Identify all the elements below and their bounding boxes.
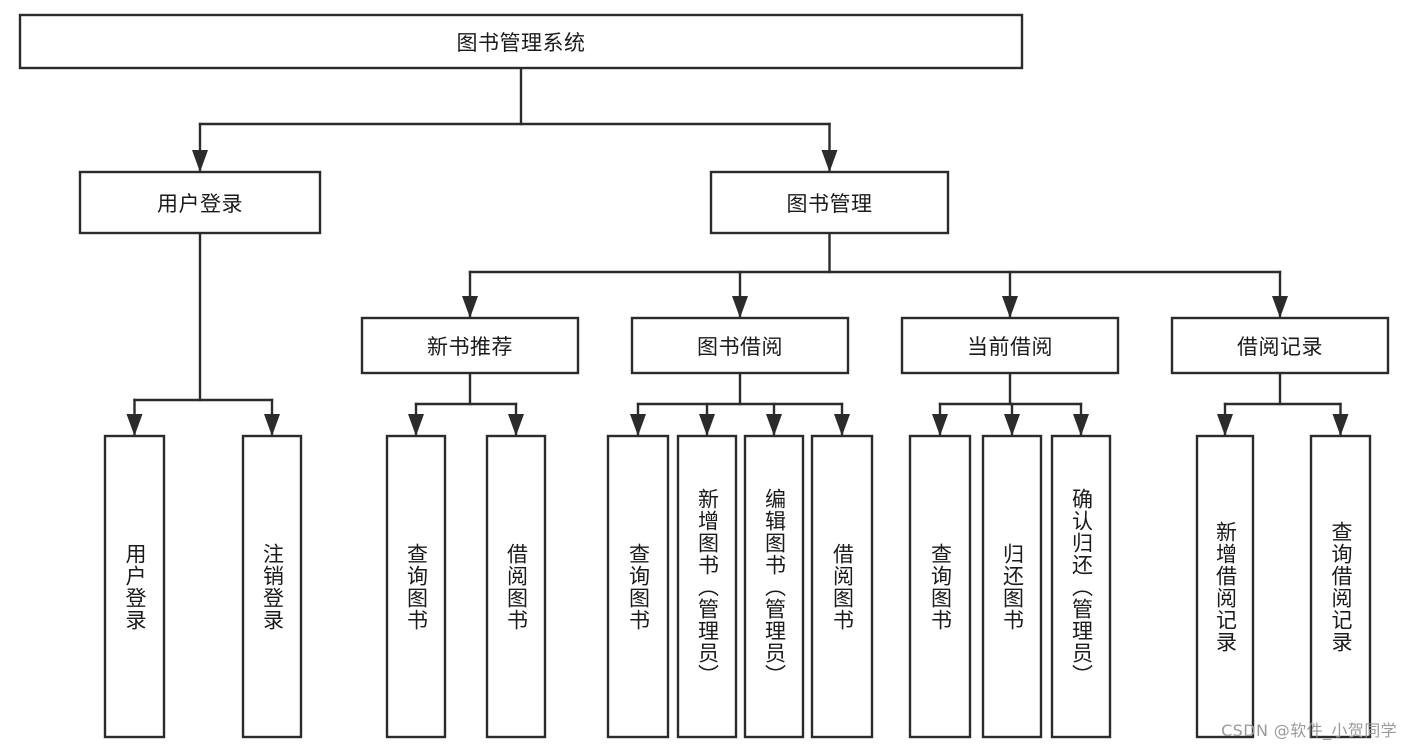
arrow-head-icon bbox=[192, 150, 208, 172]
arrow-head-icon bbox=[1332, 414, 1349, 436]
node-box-book-manage[interactable] bbox=[709, 170, 950, 235]
arrow-head-icon bbox=[1004, 414, 1020, 436]
arrow-head-icon bbox=[766, 414, 782, 436]
arrow-head-icon bbox=[932, 414, 948, 436]
node-box-book-borrow[interactable] bbox=[630, 316, 850, 375]
node-box-leaf-query-book-3[interactable] bbox=[908, 434, 972, 739]
node-box-leaf-user-login[interactable] bbox=[103, 434, 166, 739]
arrow-head-icon bbox=[408, 414, 424, 436]
arrow-head-icon bbox=[1073, 414, 1089, 436]
node-box-leaf-borrow-book-2[interactable] bbox=[810, 434, 874, 739]
arrow-head-icon bbox=[821, 150, 838, 172]
arrow-head-icon bbox=[732, 296, 748, 318]
arrow-head-icon bbox=[1217, 414, 1233, 436]
arrow-head-icon bbox=[508, 414, 524, 436]
node-box-leaf-query-record[interactable] bbox=[1309, 434, 1372, 739]
node-box-new-book-recommend[interactable] bbox=[360, 316, 580, 375]
node-box-leaf-borrow-book-1[interactable] bbox=[485, 434, 547, 739]
arrow-head-icon bbox=[699, 414, 715, 436]
arrow-head-icon bbox=[264, 414, 280, 436]
nodes-layer bbox=[18, 13, 1390, 739]
arrow-head-icon bbox=[630, 414, 646, 436]
node-box-leaf-edit-book[interactable] bbox=[743, 434, 805, 739]
node-box-leaf-add-book[interactable] bbox=[676, 434, 738, 739]
node-box-user-login[interactable] bbox=[78, 170, 322, 235]
watermark-text: CSDN @软件_小贺同学 bbox=[1221, 721, 1397, 740]
node-box-leaf-return-book[interactable] bbox=[981, 434, 1043, 739]
arrow-head-icon bbox=[1272, 296, 1288, 318]
node-box-root[interactable] bbox=[18, 13, 1024, 70]
node-box-leaf-logout[interactable] bbox=[241, 434, 303, 739]
arrow-head-icon bbox=[1002, 296, 1018, 318]
node-box-leaf-query-book-2[interactable] bbox=[606, 434, 670, 739]
node-box-leaf-confirm-return[interactable] bbox=[1050, 434, 1112, 739]
arrow-head-icon bbox=[462, 296, 478, 318]
arrow-head-icon bbox=[834, 414, 850, 436]
node-box-leaf-query-book-1[interactable] bbox=[385, 434, 447, 739]
node-box-leaf-add-record[interactable] bbox=[1195, 434, 1255, 739]
node-box-borrow-record[interactable] bbox=[1170, 316, 1390, 375]
arrow-head-icon bbox=[126, 414, 143, 436]
edges-layer bbox=[126, 66, 1349, 437]
node-box-current-borrow[interactable] bbox=[900, 316, 1120, 375]
